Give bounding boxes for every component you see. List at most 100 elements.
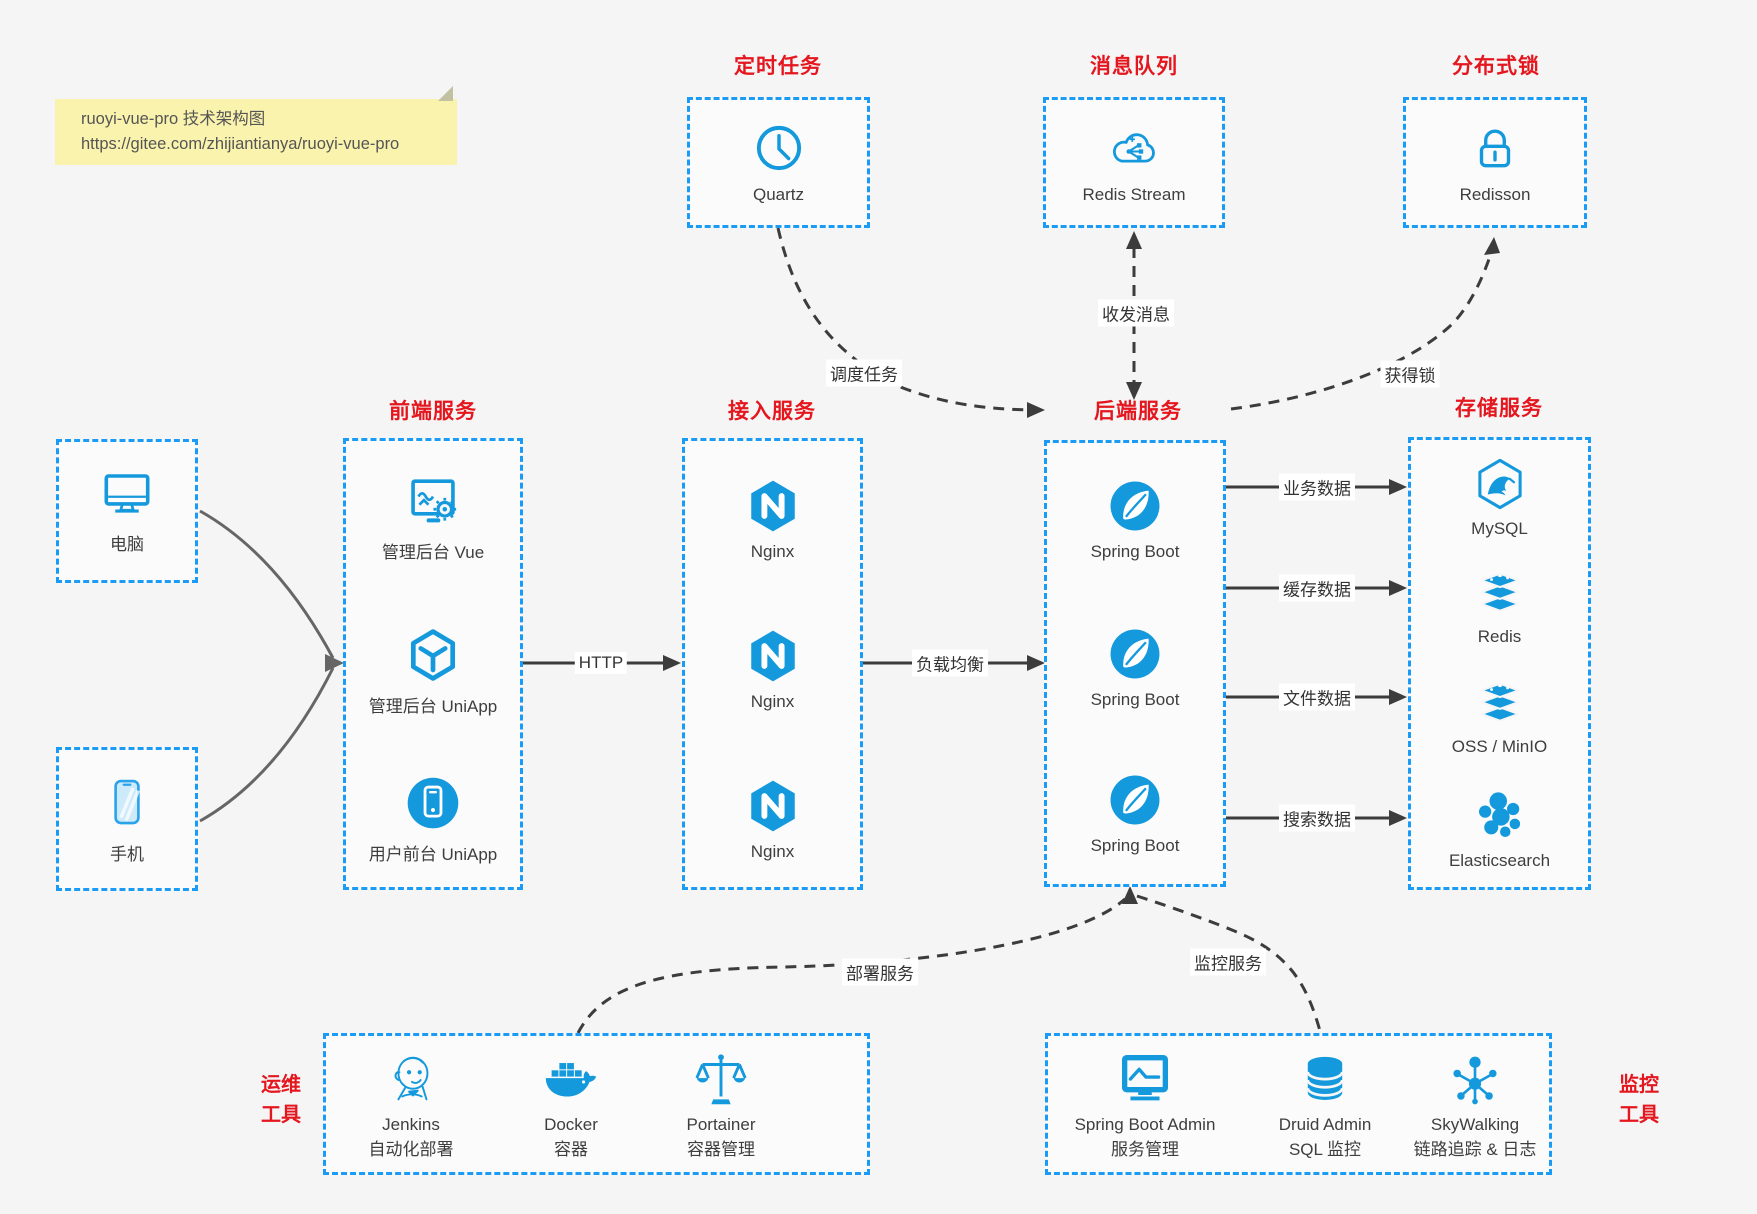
admin-vue-icon <box>404 473 462 531</box>
node-label: Spring Boot <box>1090 542 1180 561</box>
oss-icon <box>1473 676 1527 730</box>
edge-label-search-data: 搜索数据 <box>1279 804 1355 832</box>
mq-box: Redis Stream <box>1043 97 1225 228</box>
node-label: MySQL <box>1471 519 1528 538</box>
node-label: Spring Boot <box>1090 690 1180 709</box>
monitor-node-skywalking: SkyWalking 链路追踪 & 日志 <box>1385 1049 1565 1161</box>
desktop-icon <box>97 467 157 521</box>
frontend-node-uniapp: 管理后台 UniApp <box>346 625 520 717</box>
group-title-scheduler: 定时任务 <box>734 55 822 78</box>
storage-node-redis: Redis <box>1411 566 1588 647</box>
group-title-monitor: 监控 工具 <box>1604 1070 1674 1130</box>
node-label: 管理后台 Vue <box>381 543 485 562</box>
msg-up-arrowhead <box>1126 231 1142 249</box>
node-label: Elasticsearch <box>1448 851 1551 870</box>
tool-name: Docker <box>544 1115 598 1134</box>
tool-desc: 容器 <box>554 1140 588 1159</box>
backend-box: Spring Boot Spring Boot Spring Boot <box>1044 440 1226 887</box>
ops-tools-box: Jenkins 自动化部署 Docker 容器 <box>323 1033 870 1175</box>
ops-node-docker: Docker 容器 <box>506 1049 636 1161</box>
note-url: https://gitee.com/zhijiantianya/ruoyi-vu… <box>81 135 400 153</box>
node-label: Nginx <box>750 542 795 561</box>
tool-desc: 容器管理 <box>687 1140 755 1159</box>
schedule-task-curve <box>776 227 1030 412</box>
spring-boot-admin-icon <box>1114 1049 1176 1111</box>
jenkins-icon <box>380 1049 442 1111</box>
node-label: 管理后台 UniApp <box>368 697 498 716</box>
tool-name: Spring Boot Admin <box>1074 1115 1216 1134</box>
node-label: Quartz <box>752 185 805 204</box>
storage-node-oss: OSS / MinIO <box>1411 676 1588 757</box>
edge-label-file-data: 文件数据 <box>1279 683 1355 711</box>
node-label: Redis <box>1477 627 1522 646</box>
phone-to-frontend-curve <box>199 667 335 823</box>
frontend-box: 管理后台 Vue 管理后台 UniApp 用户前台 UniApp <box>343 438 523 890</box>
node-label: OSS / MinIO <box>1451 737 1548 756</box>
search-data-arrowhead <box>1389 810 1407 826</box>
gateway-node-nginx-2: Nginx <box>685 627 860 712</box>
file-data-arrowhead <box>1389 689 1407 705</box>
nginx-icon <box>744 777 802 835</box>
user-app-icon <box>403 773 463 833</box>
cloud-stream-icon <box>1105 120 1163 176</box>
load-balance-arrowhead <box>1027 655 1045 671</box>
lock-icon <box>1468 120 1522 176</box>
gateway-node-nginx-3: Nginx <box>685 777 860 862</box>
edge-label-cache-data: 缓存数据 <box>1279 574 1355 602</box>
cache-data-arrowhead <box>1389 580 1407 596</box>
edge-label-send-receive-msg: 收发消息 <box>1098 299 1174 327</box>
storage-node-elasticsearch: Elasticsearch <box>1411 788 1588 871</box>
frontend-node-vue: 管理后台 Vue <box>346 473 520 563</box>
group-title-frontend: 前端服务 <box>389 400 477 423</box>
deploy-monitor-arrowhead <box>1122 886 1138 904</box>
dlock-box: Redisson <box>1403 97 1587 228</box>
spring-boot-icon <box>1106 771 1164 829</box>
edge-label-acquire-lock: 获得锁 <box>1380 360 1440 388</box>
redis-icon <box>1473 566 1527 620</box>
tool-desc: SQL 监控 <box>1288 1140 1362 1159</box>
node-label: Nginx <box>750 842 795 861</box>
tool-name: Portainer <box>686 1115 756 1134</box>
monitor-node-sba: Spring Boot Admin 服务管理 <box>1055 1049 1235 1161</box>
ops-title-line2: 工具 <box>261 1104 301 1126</box>
tool-desc: 链路追踪 & 日志 <box>1413 1140 1537 1159</box>
tool-desc: 服务管理 <box>1111 1140 1179 1159</box>
skywalking-icon <box>1445 1049 1505 1111</box>
elasticsearch-icon <box>1472 788 1528 844</box>
storage-box: MySQL Redis <box>1408 437 1591 890</box>
edge-label-http: HTTP <box>574 652 628 674</box>
node-label: Nginx <box>750 692 795 711</box>
frontend-node-user-app: 用户前台 UniApp <box>346 773 520 865</box>
edge-label-business-data: 业务数据 <box>1279 473 1355 501</box>
group-title-backend: 后端服务 <box>1094 400 1182 423</box>
clients-arrowhead <box>325 654 344 672</box>
backend-node-spring-3: Spring Boot <box>1047 771 1223 856</box>
monitor-node-druid: Druid Admin SQL 监控 <box>1235 1049 1415 1161</box>
node-label: Redis Stream <box>1082 185 1186 204</box>
storage-node-mysql: MySQL <box>1411 456 1588 539</box>
client-pc-box: 电脑 <box>56 439 198 583</box>
client-phone-box: 手机 <box>56 747 198 891</box>
schedule-task-arrowhead <box>1027 402 1045 418</box>
uniapp-cube-icon <box>403 625 463 685</box>
scheduler-box: Quartz <box>687 97 870 228</box>
group-title-dlock: 分布式锁 <box>1452 55 1540 78</box>
edge-label-schedule-task: 调度任务 <box>826 359 902 387</box>
mobile-icon <box>99 773 155 831</box>
druid-icon <box>1296 1049 1354 1111</box>
group-title-gateway: 接入服务 <box>728 400 816 423</box>
tool-name: Druid Admin <box>1278 1115 1372 1134</box>
group-title-ops: 运维 工具 <box>246 1070 316 1130</box>
acquire-lock-arrowhead <box>1484 237 1500 255</box>
ops-node-portainer: Portainer 容器管理 <box>656 1049 786 1161</box>
group-title-mq: 消息队列 <box>1090 55 1178 78</box>
note-title: ruoyi-vue-pro 技术架构图 <box>81 110 266 128</box>
gateway-box: Nginx Nginx Nginx <box>682 438 863 890</box>
note-fold-corner <box>438 86 453 101</box>
nginx-icon <box>744 477 802 535</box>
tool-desc: 自动化部署 <box>368 1140 454 1159</box>
node-label: Spring Boot <box>1090 836 1180 855</box>
spring-boot-icon <box>1106 625 1164 683</box>
client-label: 电脑 <box>110 535 144 554</box>
